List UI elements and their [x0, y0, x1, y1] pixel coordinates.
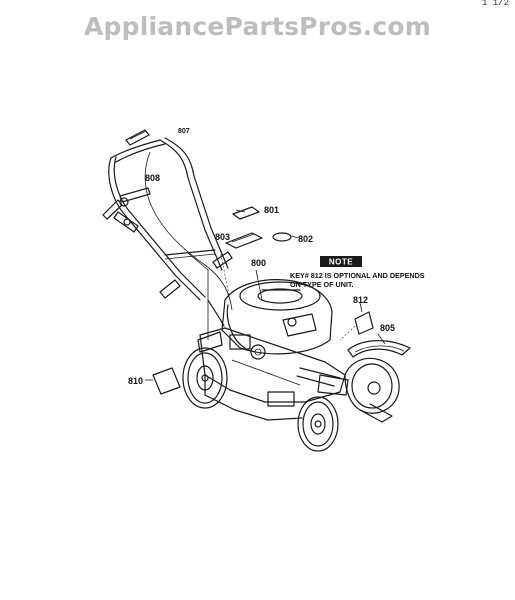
decal-803 [225, 232, 263, 249]
callout-807: 807 [178, 128, 190, 135]
note-box: NOTE KEY# 812 IS OPTIONAL AND DEPENDS ON… [290, 256, 425, 289]
front-wheel [297, 396, 339, 452]
decal-812 [354, 311, 374, 335]
callout-805: 805 [380, 323, 395, 333]
corner-mark: 1 1/2 [481, 0, 509, 8]
note-line-1: KEY# 812 IS OPTIONAL AND DEPENDS [290, 271, 425, 280]
note-line-2: ON TYPE OF UNIT. [290, 280, 354, 289]
callout-800: 800 [251, 258, 266, 268]
leader-lines [145, 209, 386, 381]
callout-812: 812 [353, 295, 368, 305]
callout-801: 801 [264, 205, 279, 215]
decal-801 [232, 206, 260, 220]
note-heading-bg [320, 256, 362, 267]
callout-803: 803 [215, 232, 230, 242]
decal-807 [125, 129, 150, 146]
cap-802 [272, 232, 292, 242]
watermark-logo: AppliancePartsPros.com [83, 12, 432, 41]
callout-802: 802 [298, 234, 313, 244]
rear-wheel [182, 347, 228, 409]
handle-assembly [102, 137, 233, 311]
deflector-805 [347, 340, 411, 358]
edger-frame [197, 327, 346, 421]
engine-800 [207, 279, 333, 360]
blade-housing [296, 357, 400, 423]
note-heading: NOTE [329, 258, 353, 267]
decal-810 [152, 367, 181, 395]
callout-810: 810 [128, 376, 143, 386]
callout-808: 808 [145, 173, 160, 183]
